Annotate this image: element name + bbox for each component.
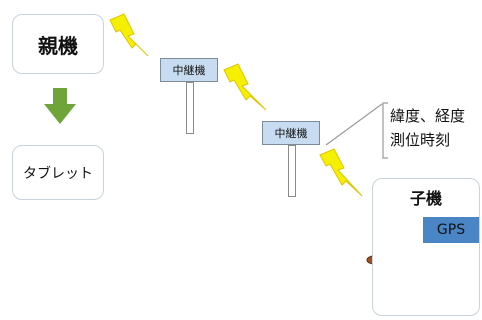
relay-label-2: 中継機 <box>262 121 320 145</box>
parent-unit-box: 親機 <box>12 14 104 74</box>
lightning-bolt-icon-2 <box>223 63 267 111</box>
relay-label-1: 中継機 <box>160 58 218 82</box>
callout-pointer <box>325 103 383 146</box>
info-callout: 緯度、経度 測位時刻 <box>390 104 480 152</box>
child-unit-box: 子機 GPS <box>372 178 480 316</box>
child-unit-label: 子機 <box>409 189 442 208</box>
info-line-lat-lon: 緯度、経度 <box>390 107 466 125</box>
relay-pole-1 <box>186 82 194 134</box>
relay-station-1: 中継機 <box>160 58 218 134</box>
info-line-time: 測位時刻 <box>390 131 451 149</box>
lightning-bolt-icon-1 <box>109 13 149 57</box>
callout-bracket <box>382 102 388 159</box>
tablet-label: タブレット <box>23 165 93 182</box>
relay-pole-2 <box>288 145 296 197</box>
tablet-box: タブレット <box>12 145 104 200</box>
parent-unit-label: 親機 <box>38 33 78 58</box>
lightning-bolt-icon-3 <box>319 148 363 197</box>
relay-station-2: 中継機 <box>262 121 320 197</box>
gps-tag: GPS <box>423 217 479 243</box>
down-arrow-icon <box>44 88 76 124</box>
gps-label: GPS <box>436 222 466 238</box>
